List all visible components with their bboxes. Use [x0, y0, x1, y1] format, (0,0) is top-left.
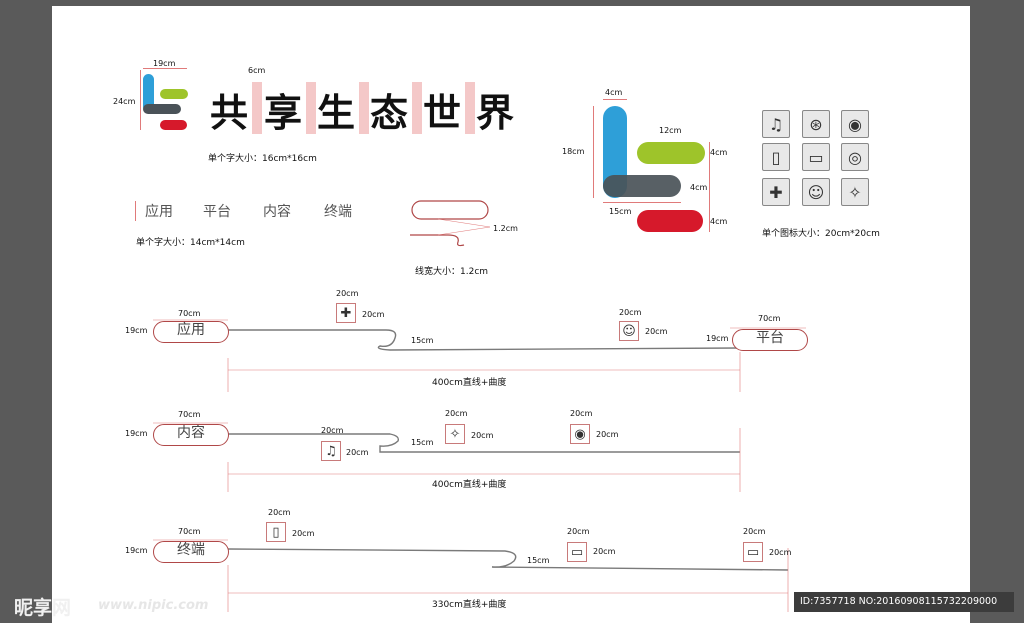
large-logo-len-dim: 12cm [659, 126, 682, 135]
row1-dip: 15cm [411, 336, 434, 345]
category-neirong: 内容 [263, 204, 291, 220]
title-char-spec: 单个字大小：16cm*16cm [208, 154, 317, 164]
row2-pill: 内容 [153, 424, 229, 446]
row1-pill-height: 19cm [125, 326, 148, 335]
face-icon: ☺ [619, 321, 639, 341]
phone-icon: ▯ [762, 143, 790, 171]
title-char-6: 界 [475, 91, 514, 135]
runner-icon: ✧ [841, 178, 869, 206]
watermark-logo: 昵享网 [14, 597, 72, 619]
runner-icon: ✧ [445, 424, 465, 444]
row3-icon3-w: 20cm [743, 527, 766, 536]
gap-dim: 6cm [248, 66, 266, 75]
row1-end-width: 70cm [758, 314, 781, 323]
row2-icon1-w: 20cm [321, 426, 344, 435]
phone-icon: ▯ [266, 522, 286, 542]
row3-pill: 终端 [153, 541, 229, 563]
title-char-3: 生 [316, 91, 355, 135]
large-logo-bar3-dim: 4cm [710, 217, 728, 226]
movie-camera-icon: ◉ [841, 110, 869, 138]
row1-end-pill: 平台 [732, 329, 808, 351]
face-icon: ☺ [802, 178, 830, 206]
row2-total: 400cm直线+曲度 [432, 480, 507, 490]
title-char-5: 世 [422, 91, 461, 135]
row3-pill-height: 19cm [125, 546, 148, 555]
row1-icon1-w: 20cm [336, 289, 359, 298]
row1-icon2-w: 20cm [619, 308, 642, 317]
row2-pill-height: 19cm [125, 429, 148, 438]
monitor-icon: ▭ [802, 143, 830, 171]
row3-icon2-w: 20cm [567, 527, 590, 536]
row2-icon3-h: 20cm [596, 430, 619, 439]
large-logo-bar2-dim: 4cm [690, 183, 708, 192]
monitor-icon: ▭ [567, 542, 587, 562]
logo-height-dim: 24cm [113, 97, 136, 106]
icon-spec: 单个图标大小：20cm*20cm [762, 229, 880, 239]
line-width-demo [410, 200, 491, 247]
row2-icon2-h: 20cm [471, 431, 494, 440]
row3-total: 330cm直线+曲度 [432, 600, 507, 610]
large-logo-top-dim: 4cm [605, 88, 623, 97]
large-logo-base-dim: 15cm [609, 207, 632, 216]
row1-end-pill-label: 平台 [756, 330, 784, 346]
row1-total: 400cm直线+曲度 [432, 378, 507, 388]
music-note-icon: ♫ [762, 110, 790, 138]
line-width-value: 1.2cm [493, 224, 518, 233]
category-zhongduan: 终端 [324, 204, 352, 220]
movie-camera-icon: ◉ [570, 424, 590, 444]
page-title: 共 享 生 态 世 界 [206, 82, 524, 135]
row1-end-height: 19cm [706, 334, 729, 343]
film-reel-icon: ⊛ [802, 110, 830, 138]
row3-pill-width: 70cm [178, 527, 201, 536]
category-pingtai: 平台 [203, 204, 231, 220]
row2-dip: 15cm [411, 438, 434, 447]
row2-pill-width: 70cm [178, 410, 201, 419]
line-width-spec: 线宽大小：1.2cm [415, 267, 489, 277]
row2-pill-label: 内容 [177, 425, 205, 441]
title-char-2: 享 [263, 91, 302, 135]
row1-pill-label: 应用 [177, 322, 205, 338]
watermark-id-bar: ID:7357718 NO:20160908115732209000 [794, 592, 1014, 612]
row2-icon2-w: 20cm [445, 409, 468, 418]
row3-pill-label: 终端 [177, 542, 205, 558]
large-logo-bar1-dim: 4cm [710, 148, 728, 157]
row1-pill: 应用 [153, 321, 229, 343]
music-note-icon: ♫ [321, 441, 341, 461]
title-char-4: 态 [369, 91, 408, 135]
row1-icon1-h: 20cm [362, 310, 385, 319]
monitor-icon: ▭ [743, 542, 763, 562]
gamepad-icon: ✚ [336, 303, 356, 323]
watermark-url: www.nipic.com [98, 598, 209, 613]
category-yingyong: 应用 [145, 204, 173, 220]
row2-icon3-w: 20cm [570, 409, 593, 418]
artboard [52, 6, 970, 623]
gamepad-icon: ✚ [762, 178, 790, 206]
row3-icon1-h: 20cm [292, 529, 315, 538]
title-char-1: 共 [209, 91, 248, 135]
row1-pill-width: 70cm [178, 309, 201, 318]
large-logo-height-dim: 18cm [562, 147, 585, 156]
row3-icon1-w: 20cm [268, 508, 291, 517]
row1-icon2-h: 20cm [645, 327, 668, 336]
row3-dip: 15cm [527, 556, 550, 565]
row3-icon2-h: 20cm [593, 547, 616, 556]
logo-width-dim: 19cm [153, 59, 176, 68]
row3-icon3-h: 20cm [769, 548, 792, 557]
webcam-icon: ◎ [841, 143, 869, 171]
row2-icon1-h: 20cm [346, 448, 369, 457]
category-spec: 单个字大小：14cm*14cm [136, 238, 245, 248]
